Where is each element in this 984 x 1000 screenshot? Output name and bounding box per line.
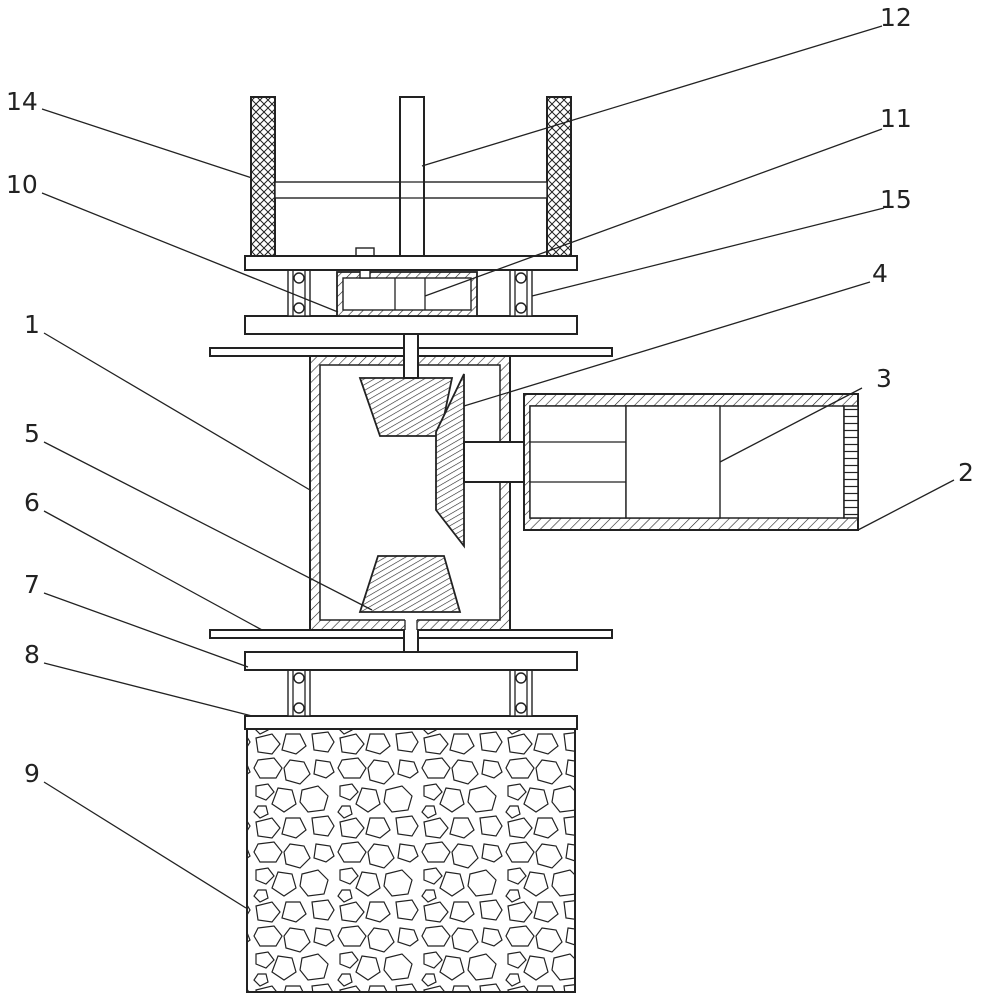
callout-12: 12 [880, 3, 912, 32]
callout-1: 1 [24, 310, 40, 339]
callout-5: 5 [24, 419, 40, 448]
callout-15: 15 [880, 185, 912, 214]
motor-shaft [463, 441, 529, 483]
upper-hinge-right [509, 269, 533, 317]
callout-3: 3 [876, 364, 892, 393]
callout-9: 9 [24, 759, 40, 788]
lower-bevel-gear [358, 555, 462, 613]
callout-7: 7 [24, 570, 40, 599]
lower-hinge-left [287, 669, 311, 717]
callout-10: 10 [6, 170, 38, 199]
callout-8: 8 [24, 640, 40, 669]
upper-plate-lower [244, 315, 578, 335]
base-plate-8 [244, 715, 578, 730]
leader-lines [41, 25, 955, 909]
callout-6: 6 [24, 488, 40, 517]
callout-2: 2 [958, 458, 974, 487]
lower-hinge-right [509, 669, 533, 717]
callout-11: 11 [880, 104, 912, 133]
driving-bevel-gear [435, 373, 465, 549]
upper-hinge-left [287, 269, 311, 317]
motor-3 [529, 405, 721, 519]
foundation-block [246, 727, 576, 993]
post-left-14 [250, 96, 276, 257]
post-right [546, 96, 572, 257]
cylinder-box-10 [336, 271, 478, 317]
plate-7 [244, 651, 578, 671]
upper-shaft [403, 333, 419, 379]
callout-4: 4 [872, 259, 888, 288]
callout-14: 14 [6, 87, 38, 116]
central-rod-12 [399, 96, 425, 257]
